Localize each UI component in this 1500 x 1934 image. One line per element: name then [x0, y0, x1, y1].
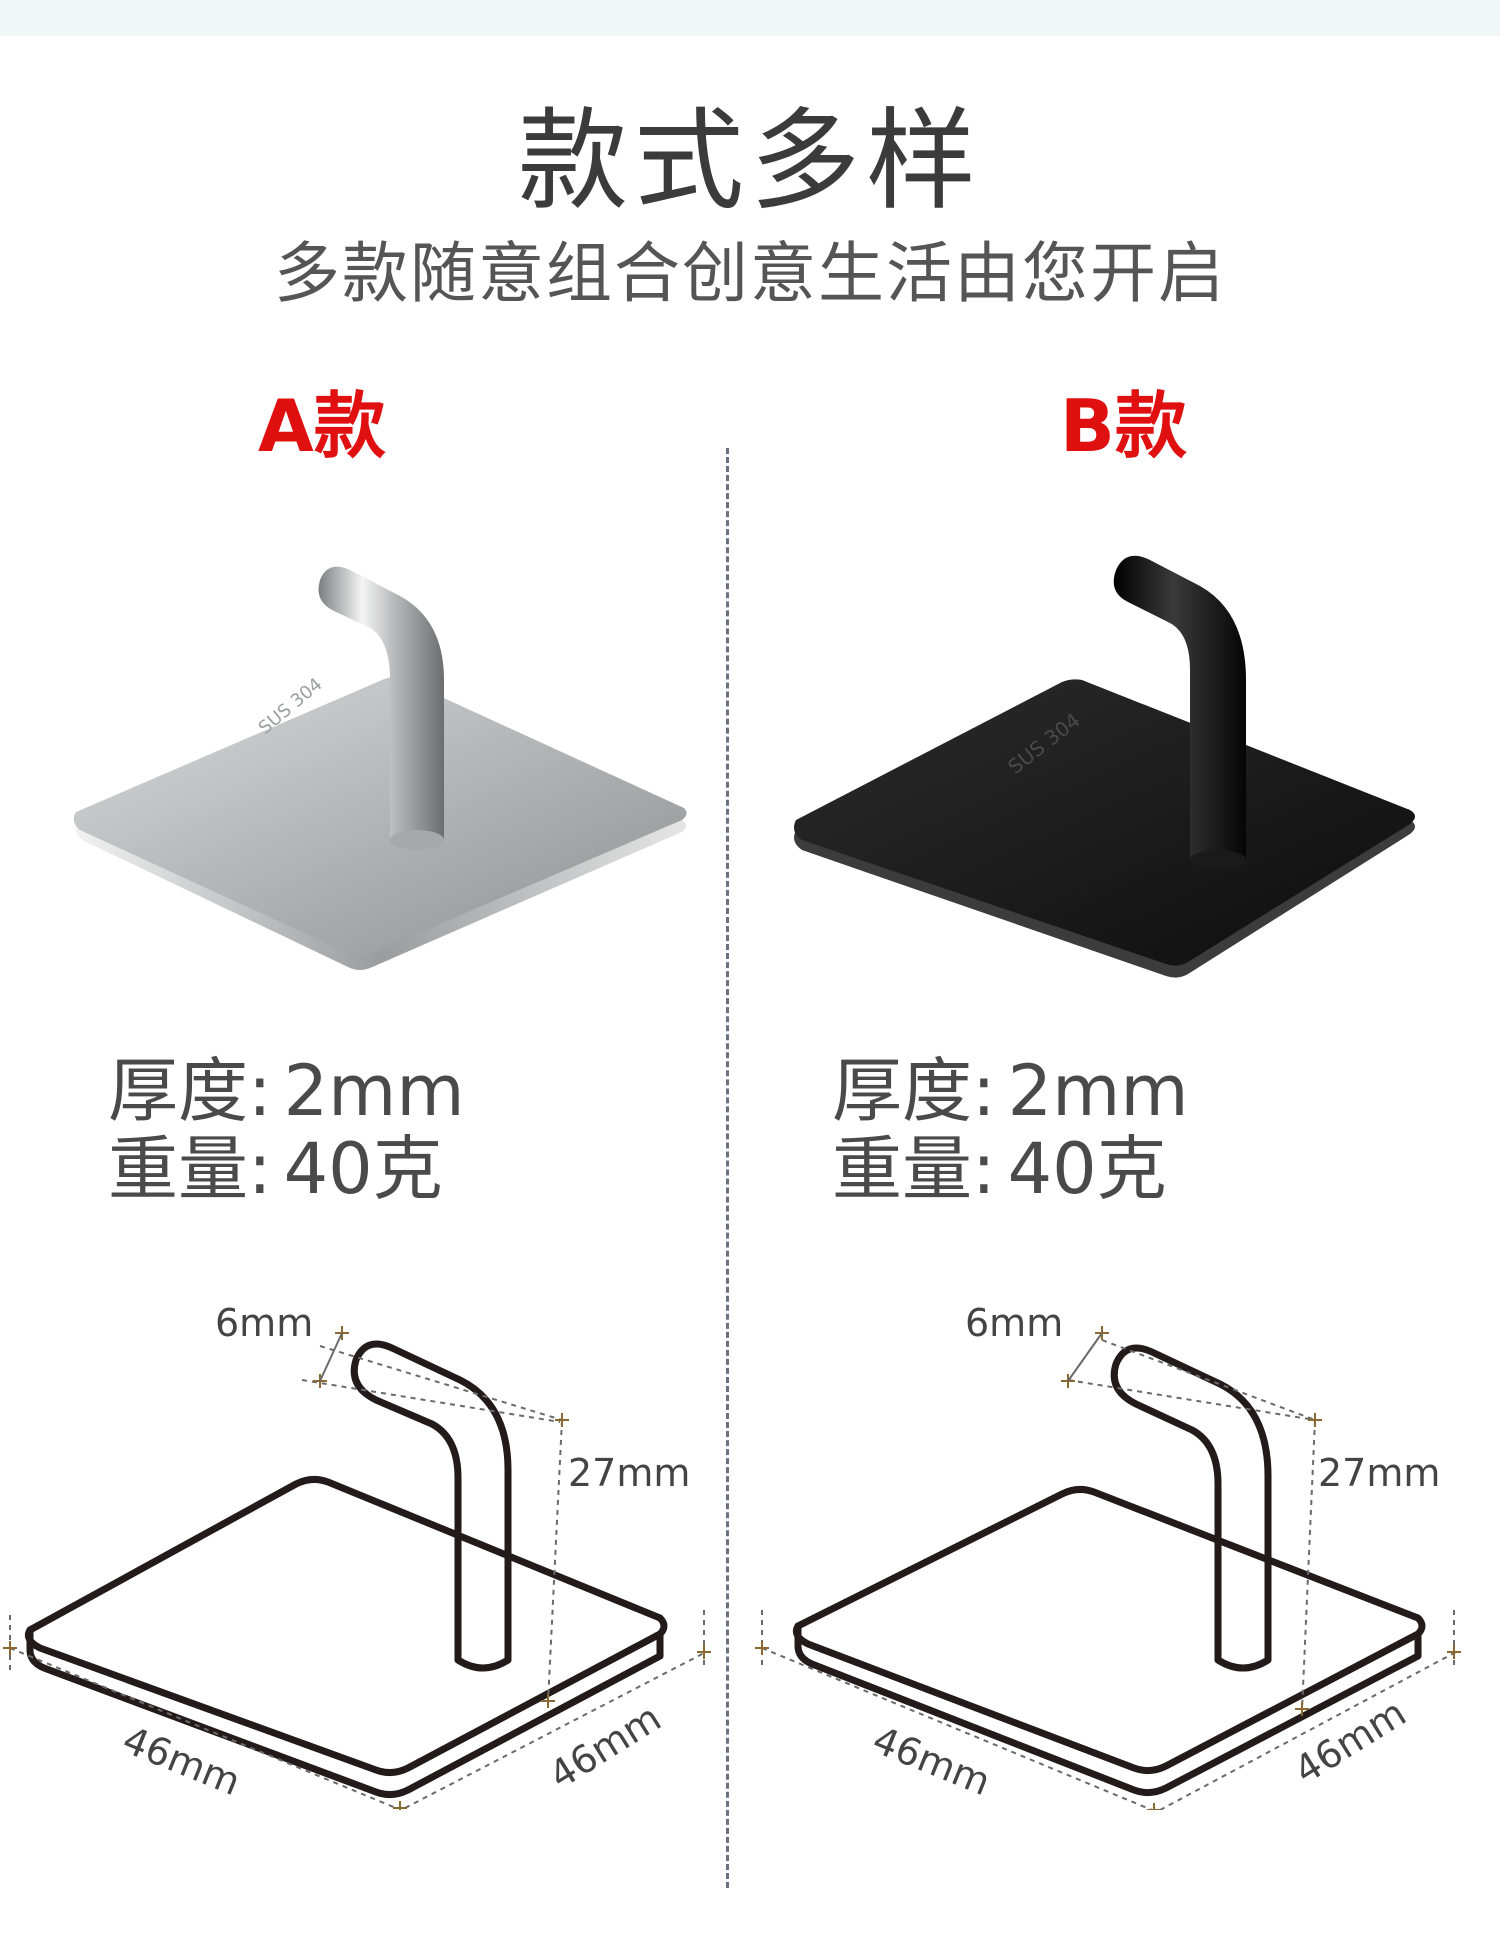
- weight-spec: 重量:40克: [108, 1130, 465, 1208]
- weight-spec: 重量:40克: [832, 1130, 1189, 1208]
- page-title: 款式多样: [518, 97, 982, 225]
- hook-height-label: 27mm: [568, 1451, 690, 1495]
- hook: [318, 566, 444, 848]
- variant-b-product-image: SUS 304: [794, 555, 1415, 978]
- variant-a-dimension-diagram: 6mm 27mm 46mm 46mm: [3, 1301, 711, 1810]
- weight-label: 重量:: [832, 1128, 996, 1210]
- variant-a-specs: 厚度:2mm 重量:40克: [108, 1052, 465, 1208]
- variant-b-specs: 厚度:2mm 重量:40克: [832, 1052, 1189, 1208]
- variant-b-dimension-diagram: 6mm 27mm 46mm 46mm: [755, 1301, 1461, 1810]
- plate-top: [73, 677, 687, 956]
- thickness-spec: 厚度:2mm: [832, 1052, 1189, 1130]
- variant-a-product-image: SUS 304: [73, 566, 687, 970]
- thickness-value: 2mm: [283, 1050, 465, 1132]
- variant-a-label: A款: [258, 384, 386, 468]
- thickness-spec: 厚度:2mm: [108, 1052, 465, 1130]
- base-depth-label: 46mm: [1286, 1690, 1413, 1792]
- column-divider: [726, 448, 729, 1888]
- variant-b-label: B款: [1060, 384, 1187, 468]
- top-band: [0, 0, 1500, 36]
- weight-value: 40克: [1007, 1128, 1167, 1210]
- hook-diameter-label: 6mm: [965, 1301, 1063, 1345]
- thickness-label: 厚度:: [108, 1050, 272, 1132]
- thickness-label: 厚度:: [832, 1050, 996, 1132]
- hook: [1113, 555, 1246, 868]
- thickness-value: 2mm: [1007, 1050, 1189, 1132]
- hook-outline: [1110, 1344, 1272, 1672]
- plate-thickness: [794, 1622, 1422, 1797]
- hook-diameter-label: 6mm: [215, 1301, 313, 1345]
- weight-value: 40克: [283, 1128, 443, 1210]
- hook-outline: [350, 1340, 512, 1672]
- plate-outline: [24, 1475, 668, 1777]
- base-width-label: 46mm: [117, 1718, 247, 1805]
- weight-label: 重量:: [108, 1128, 272, 1210]
- plate-top: [794, 679, 1415, 966]
- page-subtitle: 多款随意组合创意生活由您开启: [274, 235, 1226, 312]
- hook-height-label: 27mm: [1318, 1451, 1440, 1495]
